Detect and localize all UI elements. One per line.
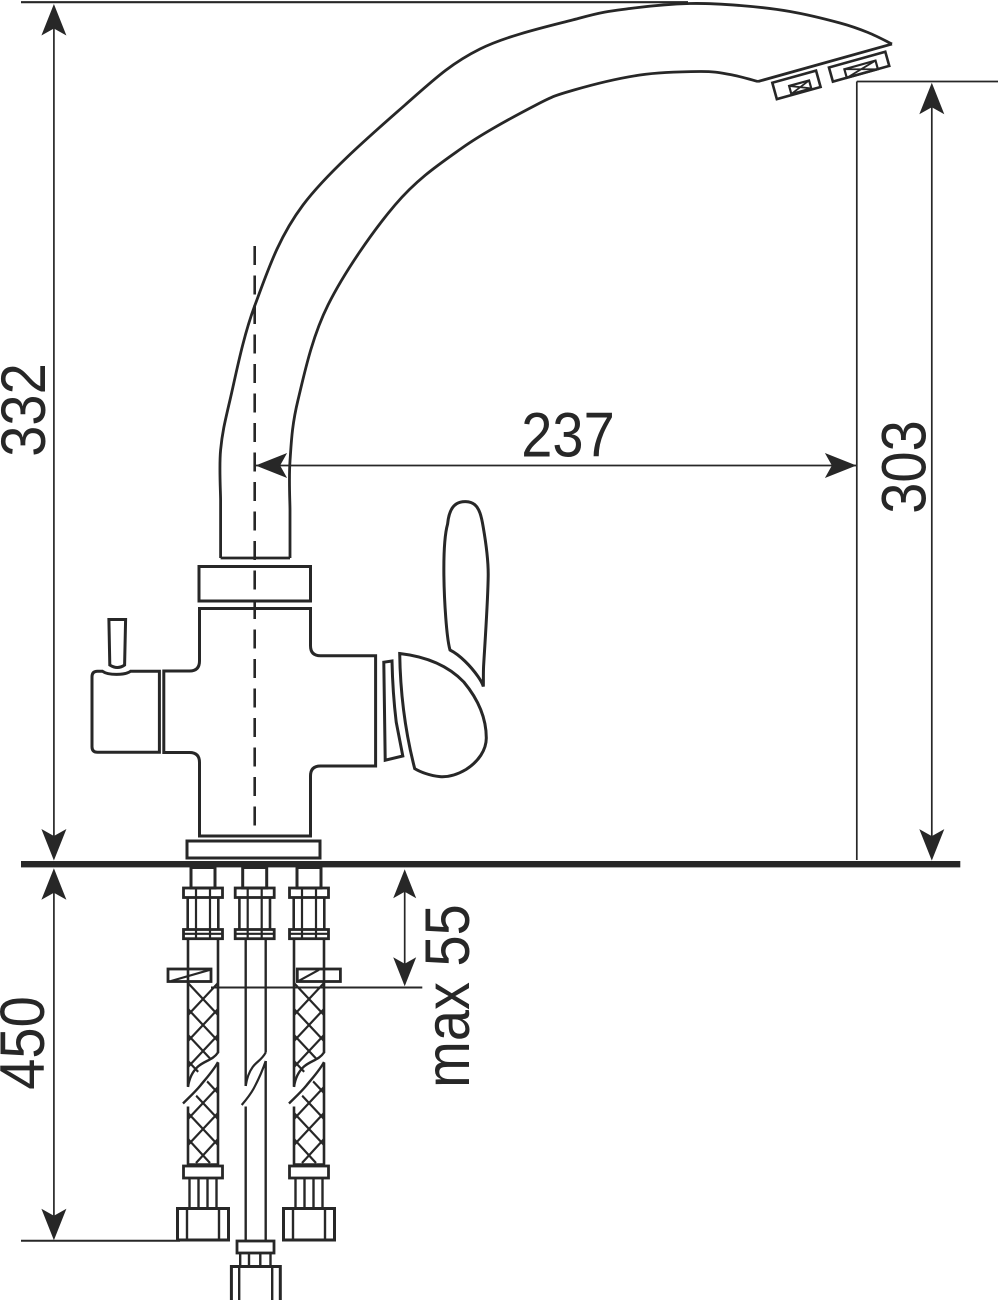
svg-text:237: 237 — [521, 399, 614, 470]
svg-text:450: 450 — [0, 996, 58, 1089]
svg-text:332: 332 — [0, 363, 59, 456]
svg-text:max 55: max 55 — [412, 904, 483, 1088]
svg-text:303: 303 — [868, 420, 939, 513]
